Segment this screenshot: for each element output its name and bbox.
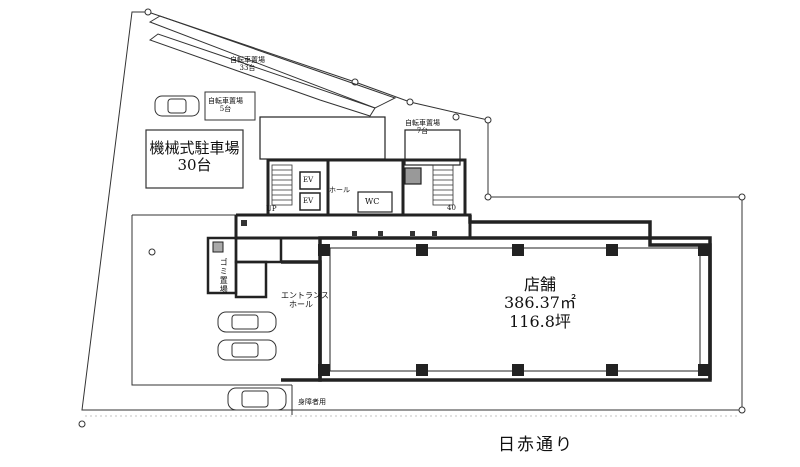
corridor-fixtures — [241, 220, 437, 236]
parking-cars — [217, 311, 293, 415]
mechanical-parking-count: 30台 — [177, 156, 212, 175]
store-area-m2: 386.37㎡ — [504, 293, 576, 313]
mechanical-parking-label: 機械式駐車場 30台 — [146, 139, 243, 175]
bicycle-parking-5-title: 自転車置場 — [208, 97, 243, 105]
mechanical-parking-area — [145, 129, 244, 189]
bicycle-parking-5-label: 自転車置場 5台 — [208, 97, 243, 113]
core-walls — [234, 158, 472, 240]
site-boundary — [81, 11, 743, 411]
elevator-2-label: EV — [303, 197, 314, 205]
hall-label: ホール — [329, 186, 350, 194]
elevator-1-label: EV — [303, 176, 314, 184]
stair-number-label: 40 — [447, 204, 456, 212]
car-icon — [154, 95, 200, 117]
store-name: 店舗 — [523, 275, 556, 294]
entrance-and-store-walls — [281, 215, 712, 382]
restroom-area — [357, 167, 422, 213]
store-columns — [318, 244, 710, 376]
store-label: 店舗 386.37㎡ 116.8坪 — [490, 275, 590, 331]
mechanical-parking-title: 機械式駐車場 — [149, 139, 240, 157]
elevator-shafts — [299, 171, 321, 211]
up-label: UP — [266, 205, 277, 213]
site-markers — [78, 8, 746, 428]
stairs — [271, 164, 454, 206]
bicycle-parking-7-label: 自転車置場 7台 — [405, 119, 440, 135]
entrance-hall-line2: ホール — [289, 300, 313, 310]
garbage-room-walls — [206, 236, 283, 299]
accessible-parking-label: 身障者用 — [298, 398, 326, 406]
bicycle-parking-5-area — [204, 91, 256, 121]
store-area-tsubo: 116.8坪 — [509, 311, 571, 331]
street-name-label: 日赤通り — [498, 435, 574, 455]
bicycle-parking-33-title: 自転車置場 — [230, 56, 265, 64]
bicycle-parking-7-count: 7台 — [416, 127, 429, 136]
restroom-label: WC — [365, 197, 380, 206]
entrance-hall-line1: エントランス — [281, 291, 329, 300]
bicycle-parking-5-count: 5台 — [219, 105, 232, 114]
garbage-area-label: ゴミ置場 — [219, 258, 229, 294]
bicycle-parking-33-area — [148, 15, 397, 117]
entrance-hall-label: エントランス ホール — [281, 291, 329, 310]
bicycle-parking-33-count: 33台 — [239, 64, 256, 73]
bicycle-parking-7-title: 自転車置場 — [405, 119, 440, 127]
bicycle-parking-33-label: 自転車置場 33台 — [230, 56, 265, 72]
